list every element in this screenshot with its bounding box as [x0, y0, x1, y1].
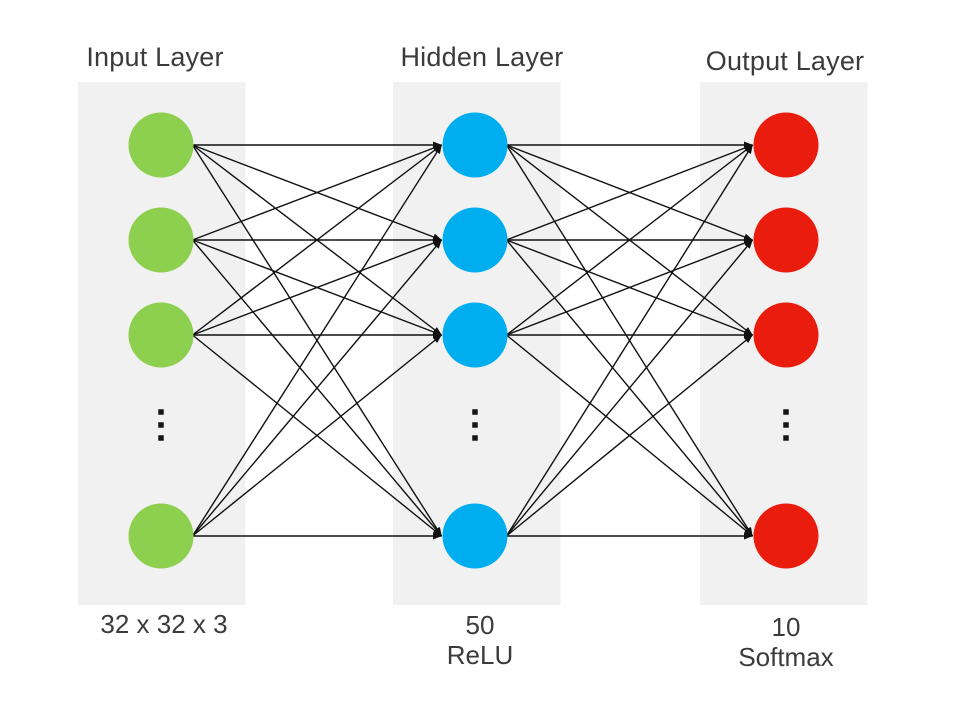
hidden-node-1: [442, 112, 508, 178]
edge-hidden4-output3: [506, 334, 753, 537]
hidden-size-label: 50: [465, 610, 495, 640]
input-ellipsis-dot-1: [158, 409, 164, 415]
input-shape-label: 32 x 32 x 3: [100, 609, 228, 639]
output-node-1: [753, 112, 819, 178]
edge-input3-hidden1: [192, 144, 442, 336]
output-ellipsis-dot-2: [783, 422, 789, 428]
edge-hidden4-output1: [505, 144, 754, 537]
input-node-2: [128, 207, 194, 273]
edge-input2-hidden1: [192, 144, 442, 241]
input-layer-caption: 32 x 32 x 3: [54, 609, 274, 639]
hidden-ellipsis-dot-2: [472, 422, 478, 428]
output-ellipsis-dot-3: [783, 435, 789, 441]
output-size-label: 10: [771, 612, 801, 642]
output-node-3: [753, 302, 819, 368]
output-node-2: [753, 207, 819, 273]
hidden-node-2: [442, 207, 508, 273]
edge-hidden2-output1: [506, 144, 753, 241]
hidden-ellipsis-dot-3: [472, 435, 478, 441]
input-node-4: [128, 503, 194, 569]
input-node-1: [128, 112, 194, 178]
edge-input3-hidden2: [192, 239, 442, 336]
edge-input4-hidden2: [191, 239, 443, 537]
edge-hidden4-output2: [505, 239, 754, 537]
hidden-layer-caption: 50 ReLU: [370, 610, 590, 670]
output-layer-caption: 10 Softmax: [676, 612, 896, 672]
hidden-node-4: [442, 503, 508, 569]
output-node-4: [753, 503, 819, 569]
input-ellipsis-dot-2: [158, 422, 164, 428]
input-node-3: [128, 302, 194, 368]
input-ellipsis-dot-3: [158, 435, 164, 441]
edge-hidden3-output1: [506, 144, 753, 336]
output-ellipsis-dot-1: [783, 409, 789, 415]
edge-input4-hidden3: [192, 334, 442, 537]
hidden-activation-label: ReLU: [446, 640, 514, 670]
input-layer-title: Input Layer: [86, 42, 224, 72]
hidden-node-3: [442, 302, 508, 368]
hidden-layer-title: Hidden Layer: [400, 42, 564, 72]
edge-hidden3-output2: [506, 239, 753, 336]
edge-input4-hidden1: [191, 144, 443, 537]
output-activation-label: Softmax: [738, 642, 834, 672]
output-layer-title: Output Layer: [705, 46, 865, 76]
hidden-ellipsis-dot-1: [472, 409, 478, 415]
